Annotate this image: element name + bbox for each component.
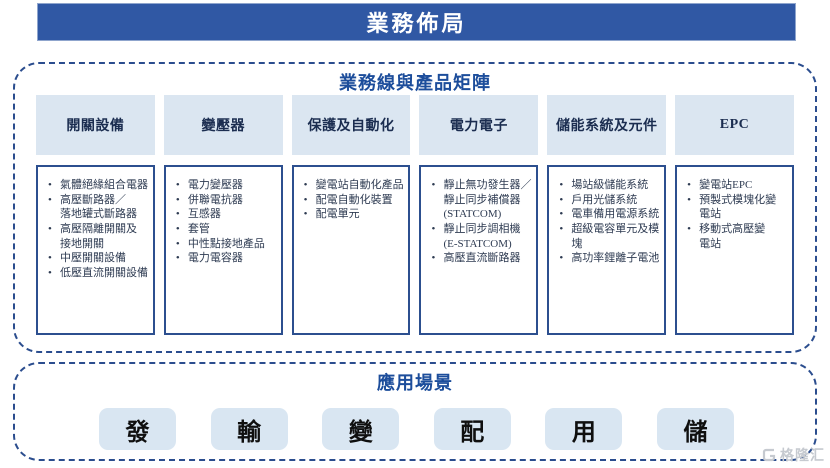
product-item: 高壓隔離開關及 接地開關: [46, 222, 150, 251]
product-item: 互感器: [174, 207, 278, 222]
matrix-column-transformers: 變壓器 電力變壓器 併聯電抗器 互感器 套管 中性點接地產品 電力電容器: [163, 95, 283, 335]
product-item: 配電自動化裝置: [302, 193, 406, 208]
product-item: 超級電容單元及模塊: [557, 222, 661, 251]
column-header-power-electronics: 電力電子: [419, 95, 539, 155]
matrix-panel-title: 業務線與產品矩陣: [339, 73, 491, 93]
product-item: 電車備用電源系統: [557, 207, 661, 222]
scenario-row: 發 輸 變 配 用 儲: [99, 408, 734, 450]
product-list: 變電站自動化產品 配電自動化裝置 配電單元: [294, 178, 406, 222]
matrix-column-epc: EPC 變電站EPC 預製式模塊化變 電站 移動式高壓變 電站: [675, 95, 794, 335]
product-item: 高功率鋰離子電池: [557, 251, 661, 266]
matrix-columns: 開關設備 氣體絕緣組合電器 高壓斷路器／ 落地罐式斷路器 高壓隔離開關及 接地開…: [36, 95, 794, 335]
product-item: 高壓直流斷路器: [429, 251, 533, 266]
column-header-switchgear: 開關設備: [36, 95, 155, 155]
scenario-box-storage: 儲: [656, 408, 734, 450]
product-item: 戶用光儲系統: [557, 193, 661, 208]
matrix-column-switchgear: 開關設備 氣體絕緣組合電器 高壓斷路器／ 落地罐式斷路器 高壓隔離開關及 接地開…: [36, 95, 155, 335]
product-list: 場站級儲能系統 戶用光儲系統 電車備用電源系統 超級電容單元及模塊 高功率鋰離子…: [549, 178, 661, 266]
product-item: 變電站EPC: [685, 178, 789, 193]
column-products-epc: 變電站EPC 預製式模塊化變 電站 移動式高壓變 電站: [675, 165, 794, 335]
application-scenarios-panel: 應用場景 發 輸 變 配 用 儲: [13, 362, 817, 461]
product-item: 移動式高壓變 電站: [685, 222, 789, 251]
business-layout-header: 業務佈局: [37, 3, 796, 41]
product-item: 套管: [174, 222, 278, 237]
page-title: 業務佈局: [366, 11, 467, 36]
product-item: 預製式模塊化變 電站: [685, 193, 789, 222]
scenario-box-generation: 發: [99, 408, 176, 450]
column-header-transformers: 變壓器: [163, 95, 283, 155]
product-list: 氣體絕緣組合電器 高壓斷路器／ 落地罐式斷路器 高壓隔離開關及 接地開關 中壓開…: [38, 178, 150, 280]
column-header-epc: EPC: [675, 95, 794, 155]
product-item: 中壓開關設備: [46, 251, 150, 266]
gelonghui-watermark: 格隆汇: [761, 445, 825, 465]
product-item: 併聯電抗器: [174, 193, 278, 208]
gelonghui-logo-icon: [762, 448, 776, 462]
scenario-box-transmission: 輸: [210, 408, 288, 450]
product-list: 靜止無功發生器／ 靜止同步補償器 (STATCOM) 靜止同步調相機 (E-ST…: [421, 178, 533, 266]
scenario-box-distribution: 配: [433, 408, 511, 450]
product-item: 電力電容器: [174, 251, 278, 266]
product-item: 配電單元: [302, 207, 406, 222]
product-item: 靜止同步調相機 (E-STATCOM): [429, 222, 533, 251]
column-products-energy-storage: 場站級儲能系統 戶用光儲系統 電車備用電源系統 超級電容單元及模塊 高功率鋰離子…: [547, 165, 667, 335]
product-item: 中性點接地產品: [174, 237, 278, 252]
scenario-box-transformation: 變: [322, 408, 400, 450]
product-item: 電力變壓器: [174, 178, 278, 193]
scenarios-panel-title: 應用場景: [377, 373, 453, 393]
product-list: 變電站EPC 預製式模塊化變 電站 移動式高壓變 電站: [677, 178, 789, 251]
column-products-power-electronics: 靜止無功發生器／ 靜止同步補償器 (STATCOM) 靜止同步調相機 (E-ST…: [419, 165, 539, 335]
product-item: 場站級儲能系統: [557, 178, 661, 193]
product-item: 靜止無功發生器／ 靜止同步補償器 (STATCOM): [429, 178, 533, 222]
business-matrix-panel: 業務線與產品矩陣 開關設備 氣體絕緣組合電器 高壓斷路器／ 落地罐式斷路器 高壓…: [13, 62, 817, 353]
column-products-transformers: 電力變壓器 併聯電抗器 互感器 套管 中性點接地產品 電力電容器: [163, 165, 283, 335]
product-item: 氣體絕緣組合電器: [46, 178, 150, 193]
column-products-switchgear: 氣體絕緣組合電器 高壓斷路器／ 落地罐式斷路器 高壓隔離開關及 接地開關 中壓開…: [36, 165, 155, 335]
column-header-protection-automation: 保護及自動化: [291, 95, 411, 155]
product-item: 變電站自動化產品: [302, 178, 406, 193]
product-item: 高壓斷路器／ 落地罐式斷路器: [46, 193, 150, 222]
product-item: 低壓直流開關設備: [46, 266, 150, 281]
scenario-box-consumption: 用: [545, 408, 623, 450]
column-header-energy-storage: 儲能系統及元件: [547, 95, 667, 155]
matrix-column-protection-automation: 保護及自動化 變電站自動化產品 配電自動化裝置 配電單元: [291, 95, 411, 335]
column-products-protection-automation: 變電站自動化產品 配電自動化裝置 配電單元: [291, 165, 411, 335]
matrix-column-power-electronics: 電力電子 靜止無功發生器／ 靜止同步補償器 (STATCOM) 靜止同步調相機 …: [419, 95, 539, 335]
watermark-text: 格隆汇: [780, 447, 825, 463]
matrix-column-energy-storage: 儲能系統及元件 場站級儲能系統 戶用光儲系統 電車備用電源系統 超級電容單元及模…: [547, 95, 667, 335]
product-list: 電力變壓器 併聯電抗器 互感器 套管 中性點接地產品 電力電容器: [166, 178, 278, 266]
